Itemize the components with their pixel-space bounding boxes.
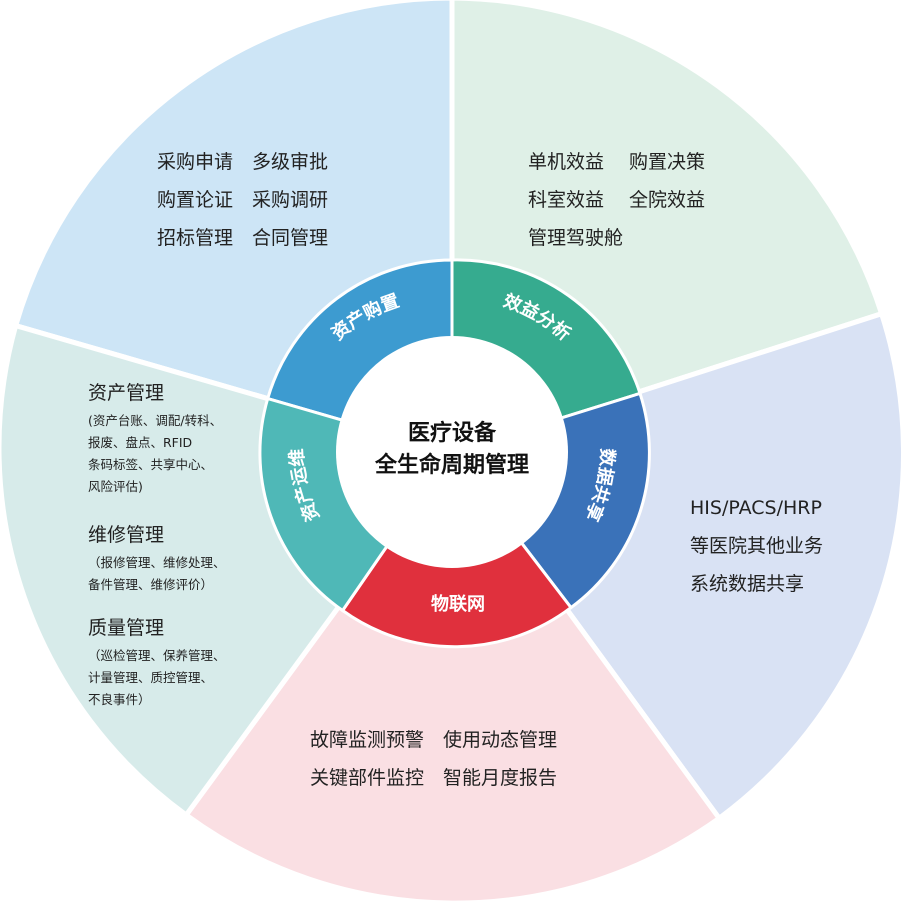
quality-management-title: 质量管理 [88,617,164,639]
share-line: HIS/PACS/HRP [690,497,822,519]
repair-management-title: 维修管理 [88,524,164,546]
asset-management-detail: 风险评估) [88,479,143,494]
purchase-line: 招标管理 合同管理 [157,227,328,249]
asset-management-title: 资产管理 [88,382,164,404]
ops-items: 资产管理 (资产台账、调配/转科、 报废、盘点、RFID 条码标签、共享中心、 … [88,382,226,707]
center-title-line2: 全生命周期管理 [374,452,529,478]
iot-line: 故障监测预警 使用动态管理 [310,729,557,751]
analysis-line: 管理驾驶舱 [528,227,623,249]
analysis-line: 单机效益 购置决策 [528,151,705,173]
iot-line: 关键部件监控 智能月度报告 [310,767,557,789]
quality-management-detail: （巡检管理、保养管理、 [88,648,226,663]
outer-segment-iot [182,447,723,904]
repair-management-detail: （报修管理、维修处理、 [88,555,226,570]
center-title-line1: 医疗设备 [408,420,497,446]
ring-label-iot: 物联网 [431,593,485,615]
iot-items: 故障监测预警 使用动态管理 关键部件监控 智能月度报告 [310,729,557,789]
purchase-line: 采购申请 多级审批 [157,151,328,173]
analysis-items: 单机效益 购置决策 科室效益 全院效益 管理驾驶舱 [528,151,705,249]
analysis-line: 科室效益 全院效益 [528,189,705,211]
share-line: 系统数据共享 [690,573,804,595]
asset-management-detail: (资产台账、调配/转科、 [88,413,222,428]
center-circle [336,336,568,568]
share-line: 等医院其他业务 [690,535,823,557]
purchase-line: 购置论证 采购调研 [157,189,328,211]
purchase-items: 采购申请 多级审批 购置论证 采购调研 招标管理 合同管理 [157,151,328,249]
quality-management-detail: 计量管理、质控管理、 [88,670,213,685]
quality-management-detail: 不良事件） [88,692,151,707]
asset-management-detail: 报废、盘点、RFID [88,435,192,450]
asset-management-detail: 条码标签、共享中心、 [88,457,213,472]
share-items: HIS/PACS/HRP 等医院其他业务 系统数据共享 [690,497,823,595]
repair-management-detail: 备件管理、维修评价） [88,577,213,592]
